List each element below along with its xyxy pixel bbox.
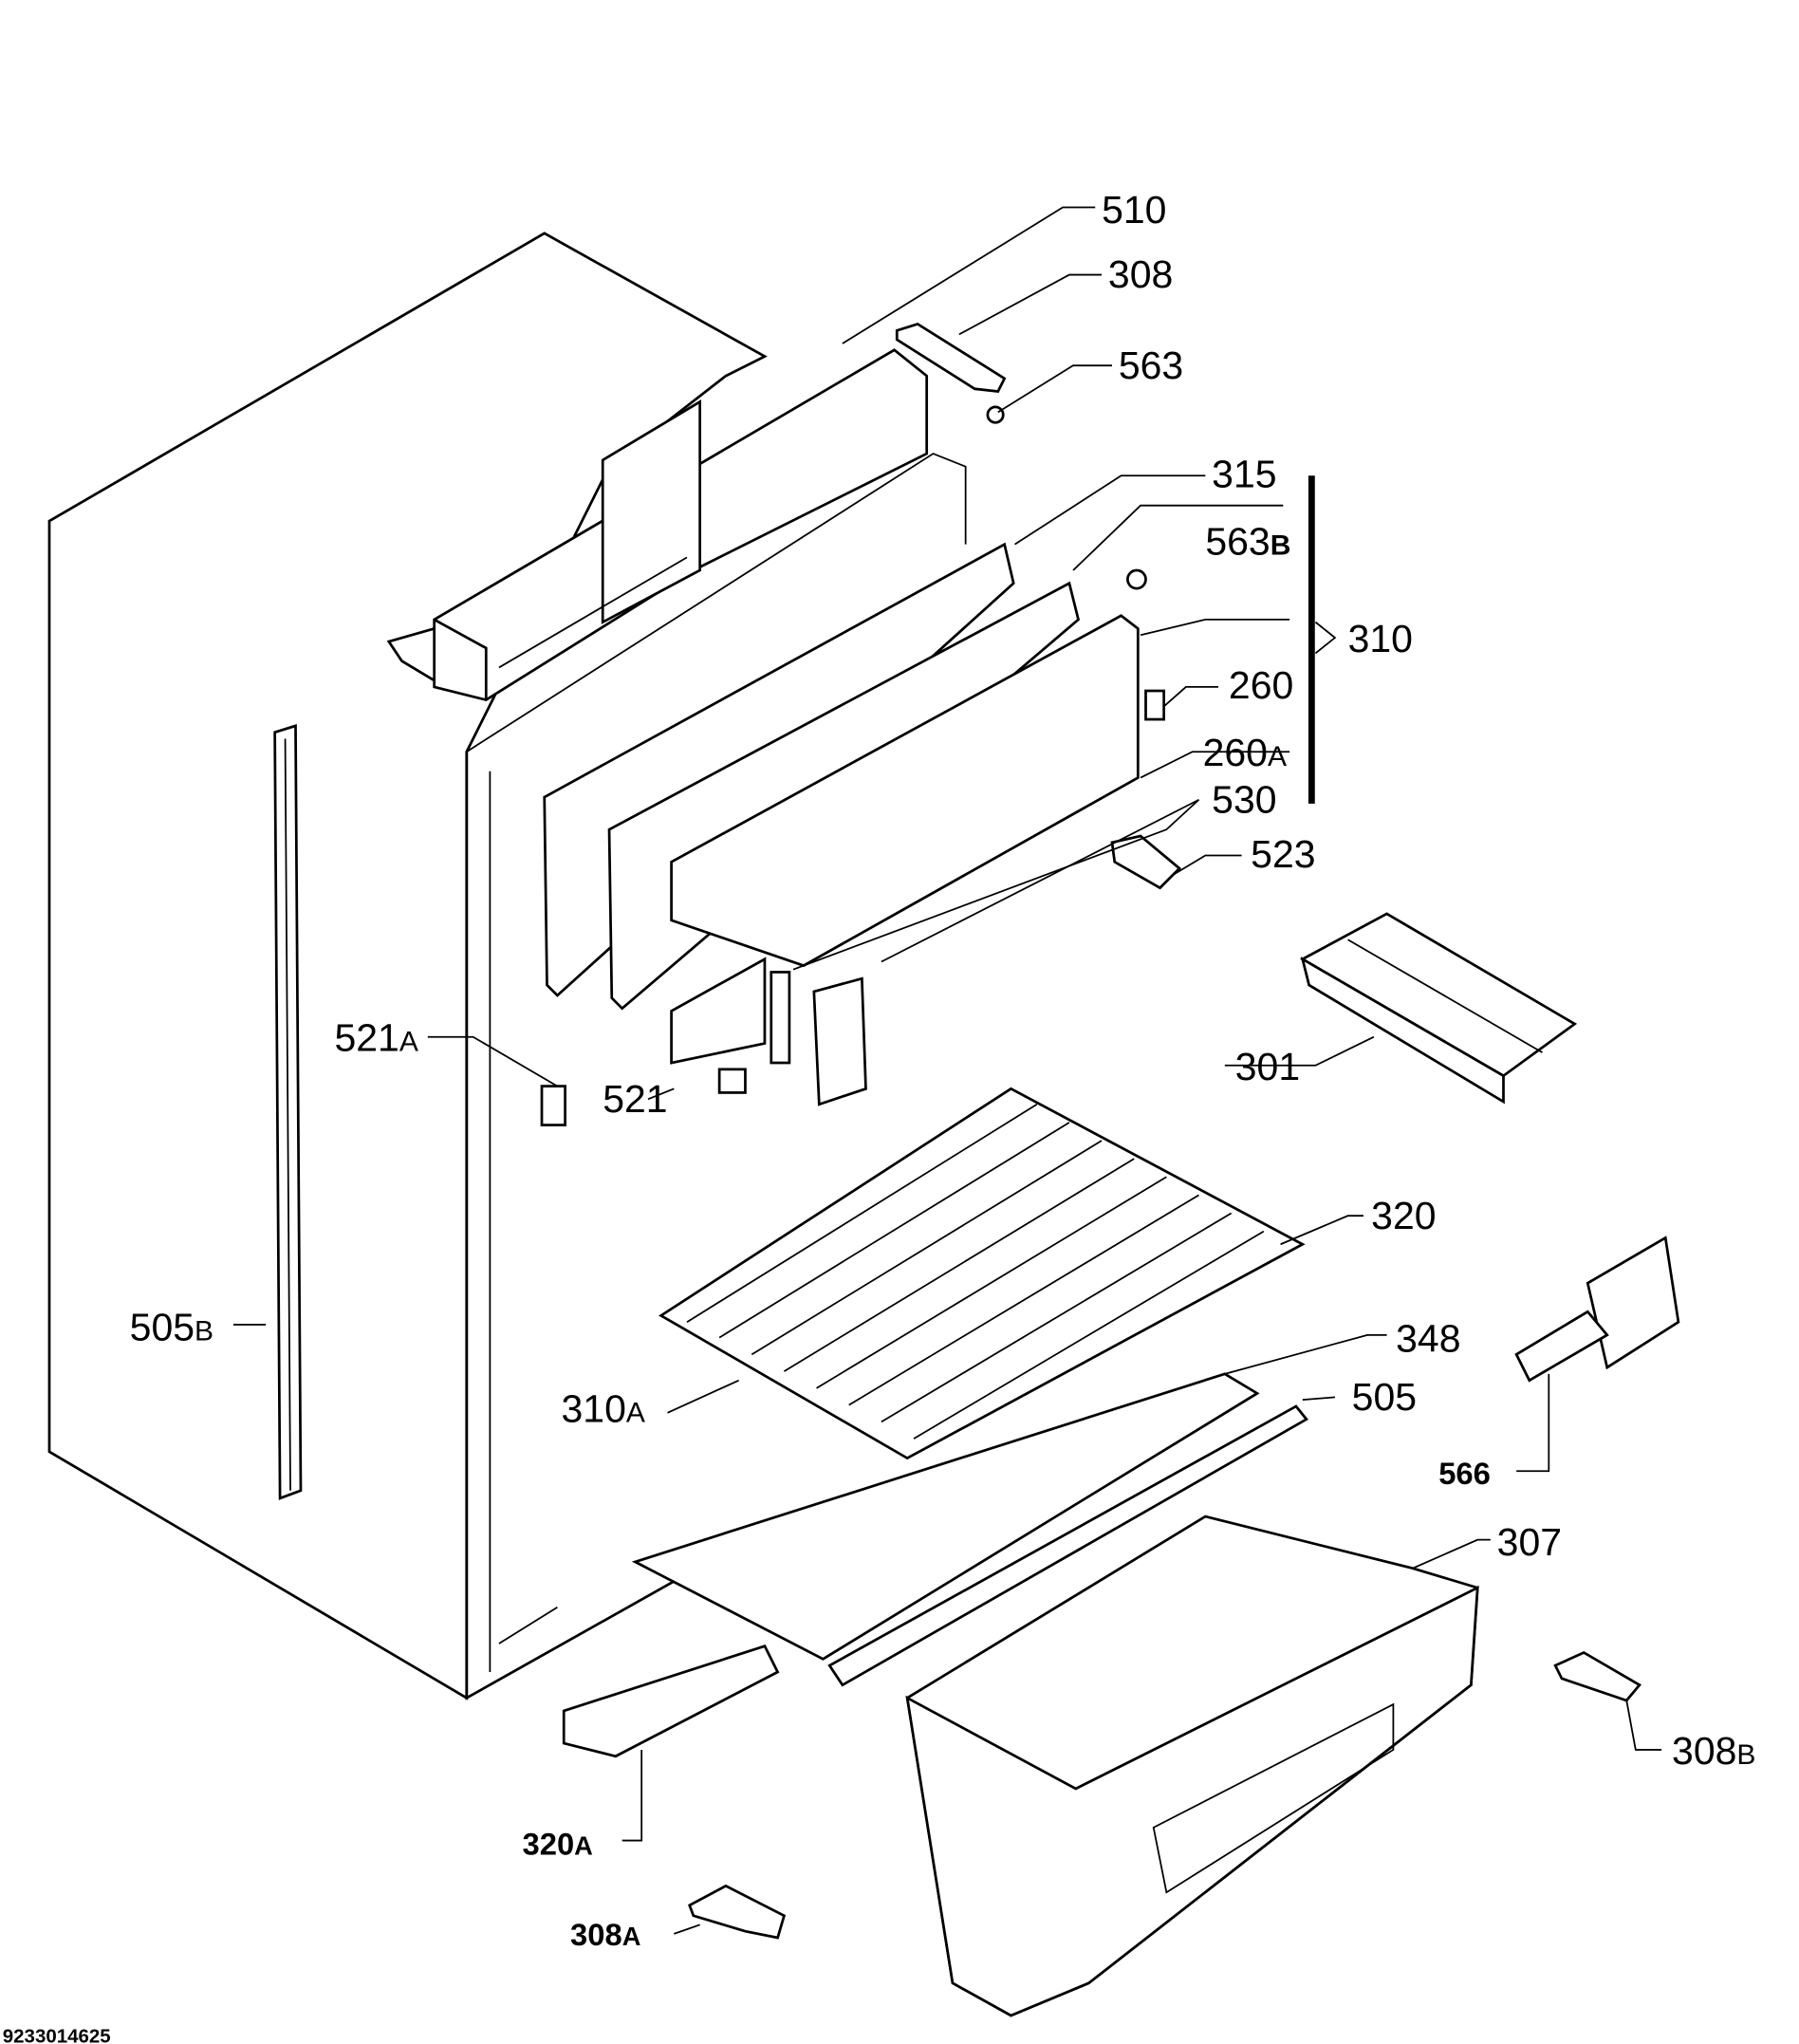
label-566: 566 — [1438, 1456, 1491, 1491]
part-307-drawer — [905, 1514, 1479, 2017]
part-320-wire-shelf — [658, 1087, 1306, 1460]
part-348-glass-shelf — [631, 1372, 1308, 1687]
label-505b: 505B — [130, 1305, 213, 1348]
label-505: 505 — [1352, 1375, 1417, 1419]
label-523: 523 — [1251, 832, 1315, 876]
label-308b: 308B — [1672, 1729, 1755, 1773]
label-301: 301 — [1235, 1045, 1300, 1088]
part-301-ice-tray — [1299, 912, 1578, 1105]
label-315: 315 — [1212, 453, 1276, 496]
small-parts — [540, 322, 1182, 1126]
label-521: 521 — [603, 1077, 667, 1121]
cabinet — [47, 232, 967, 1700]
part-566 — [1514, 1236, 1680, 1383]
drawing-number: 9233014625 — [3, 2026, 111, 2044]
label-308: 308 — [1108, 252, 1173, 296]
label-310: 310 — [1348, 617, 1413, 660]
group-brace-310 — [1314, 621, 1337, 655]
label-260: 260 — [1229, 663, 1293, 707]
part-labels: 510 308 563 315 563B 310 260 260A 530 52… — [130, 188, 1756, 1952]
leader-lines — [232, 206, 1662, 1935]
label-530: 530 — [1212, 777, 1276, 821]
label-320a: 320A — [523, 1827, 593, 1862]
label-348: 348 — [1396, 1317, 1460, 1361]
label-320: 320 — [1371, 1194, 1436, 1237]
label-510: 510 — [1102, 188, 1166, 232]
label-260a: 260A — [1203, 731, 1287, 774]
part-510-housing — [386, 348, 929, 702]
door-parts — [543, 542, 1140, 1106]
label-563b: 563B — [1205, 520, 1290, 564]
label-307: 307 — [1497, 1520, 1562, 1564]
label-563: 563 — [1119, 344, 1183, 387]
small-bottom-parts — [562, 1644, 1642, 1940]
label-308a: 308A — [570, 1917, 640, 1952]
label-521a: 521A — [334, 1016, 417, 1060]
label-310a: 310A — [562, 1386, 645, 1430]
